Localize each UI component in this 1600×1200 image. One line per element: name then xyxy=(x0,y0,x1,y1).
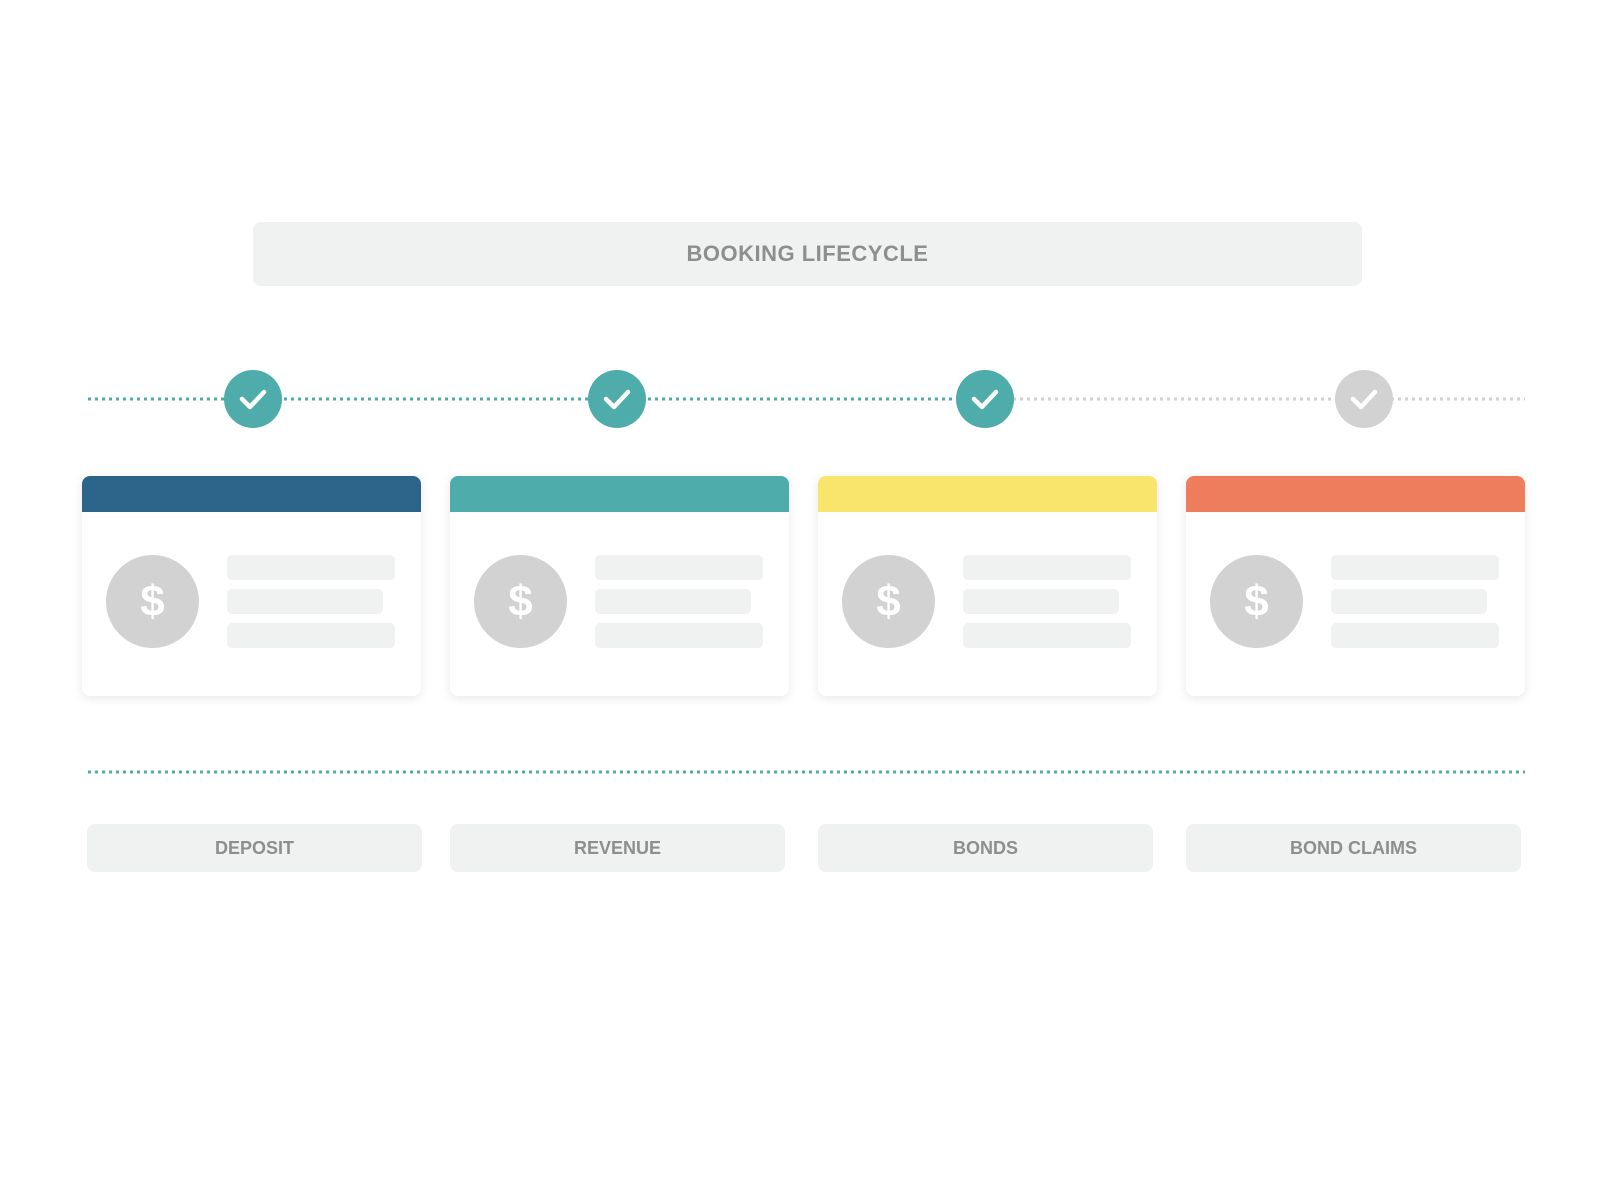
placeholder-line xyxy=(595,623,763,648)
dollar-icon: $ xyxy=(842,555,935,648)
check-icon xyxy=(239,389,267,410)
check-icon xyxy=(603,389,631,410)
step-4-check xyxy=(1335,370,1393,428)
revenue-label: REVENUE xyxy=(450,824,785,872)
placeholder-line xyxy=(227,555,395,580)
revenue-card: $ xyxy=(450,476,789,696)
bond-claims-label: BOND CLAIMS xyxy=(1186,824,1521,872)
placeholder-line xyxy=(595,589,751,614)
placeholder-line xyxy=(595,555,763,580)
placeholder-line xyxy=(1331,589,1487,614)
card-header xyxy=(450,476,789,512)
placeholder-line xyxy=(227,589,383,614)
placeholder-line xyxy=(963,555,1131,580)
card-header xyxy=(1186,476,1525,512)
bond-claims-card: $ xyxy=(1186,476,1525,696)
step-2-check xyxy=(588,370,646,428)
placeholder-line xyxy=(1331,555,1499,580)
check-icon xyxy=(1350,389,1378,410)
deposit-label: DEPOSIT xyxy=(87,824,422,872)
deposit-card: $ xyxy=(82,476,421,696)
placeholder-line xyxy=(227,623,395,648)
placeholder-line xyxy=(963,623,1131,648)
placeholder-line xyxy=(1331,623,1499,648)
card-header xyxy=(818,476,1157,512)
bonds-card: $ xyxy=(818,476,1157,696)
card-header xyxy=(82,476,421,512)
placeholder-line xyxy=(963,589,1119,614)
check-icon xyxy=(971,389,999,410)
dollar-icon: $ xyxy=(1210,555,1303,648)
step-1-check xyxy=(224,370,282,428)
bonds-label: BONDS xyxy=(818,824,1153,872)
dollar-icon: $ xyxy=(474,555,567,648)
lifecycle-title: BOOKING LIFECYCLE xyxy=(253,222,1362,286)
dollar-icon: $ xyxy=(106,555,199,648)
step-3-check xyxy=(956,370,1014,428)
